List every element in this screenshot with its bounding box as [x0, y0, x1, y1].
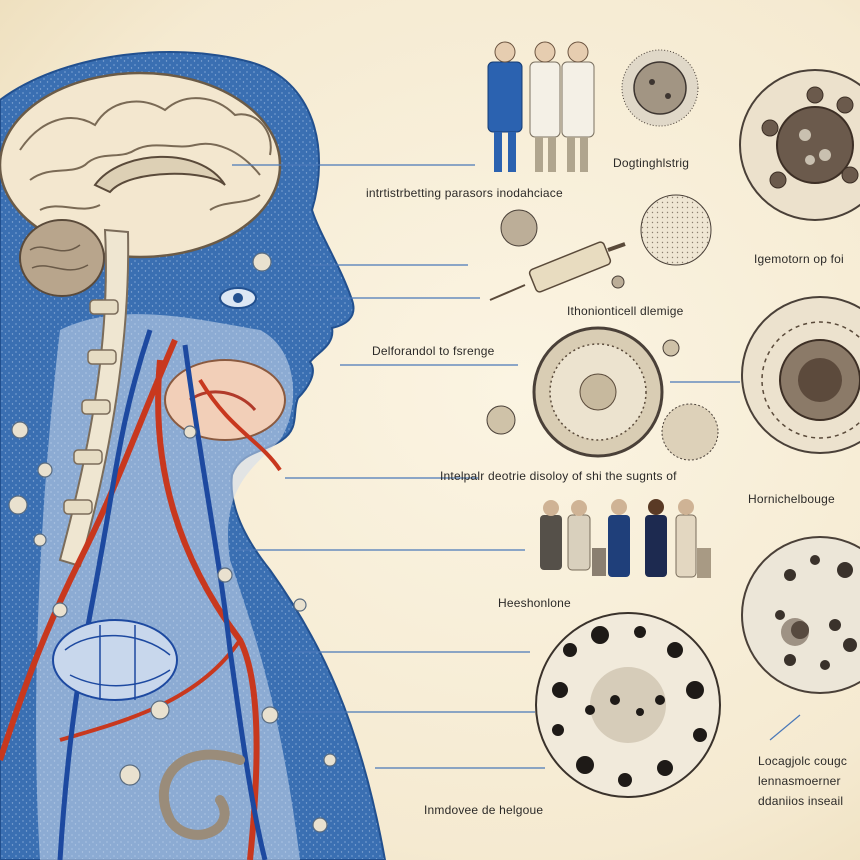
- label-hornicilielbouge: Hornichelbouge: [748, 492, 835, 506]
- cell-small-left: [486, 405, 516, 435]
- cell-small-right: [661, 403, 719, 461]
- label-delforandol: Delforandol to fsrenge: [372, 344, 495, 358]
- label-ithonionticell: Ithonionticell dlemige: [567, 304, 684, 318]
- label-intertribetting: intrtistrbetting parasors inodahciace: [366, 186, 563, 200]
- cells-circle-right: [741, 536, 860, 694]
- label-intelpalr: Intelpalr deotrie disoloy of shi the sug…: [440, 469, 677, 483]
- cell-disk: [532, 326, 664, 458]
- label-igemotorn: Igemotorn op foi: [754, 252, 844, 266]
- vertebrae: [63, 299, 119, 515]
- label-heeshonlone: Heeshonlone: [498, 596, 571, 610]
- organ: [52, 619, 178, 701]
- travelers-group: [540, 499, 711, 578]
- virus-circle-ornate: [741, 296, 860, 454]
- cell-dot-2: [662, 339, 680, 357]
- artery: [0, 338, 260, 860]
- cerebellum: [19, 219, 105, 297]
- vein: [57, 329, 268, 860]
- spotted-cell-circle: [535, 612, 721, 798]
- label-dogtinghistrig: Dogtinghlstrig: [613, 156, 690, 170]
- spiky-virus-small: [621, 49, 699, 127]
- label-locagjolc: Locagjolc cougc: [758, 754, 848, 768]
- label-ddaniios: ddaniios inseail: [758, 794, 844, 808]
- syringe: [489, 241, 626, 301]
- leader-lines: [232, 164, 740, 769]
- virus-medium: [640, 194, 712, 266]
- body-cells: [8, 252, 337, 833]
- intestine: [158, 749, 245, 840]
- cell-dot: [611, 275, 625, 289]
- label-lennasmoerner: lennasmoerner: [758, 774, 841, 788]
- virus-tiny: [500, 209, 538, 247]
- scientists-group: [487, 41, 595, 172]
- virus-circle-large: [739, 69, 860, 221]
- label-inmdovee: Inmdovee de helgoue: [424, 803, 544, 817]
- oral-cavity: [164, 359, 286, 441]
